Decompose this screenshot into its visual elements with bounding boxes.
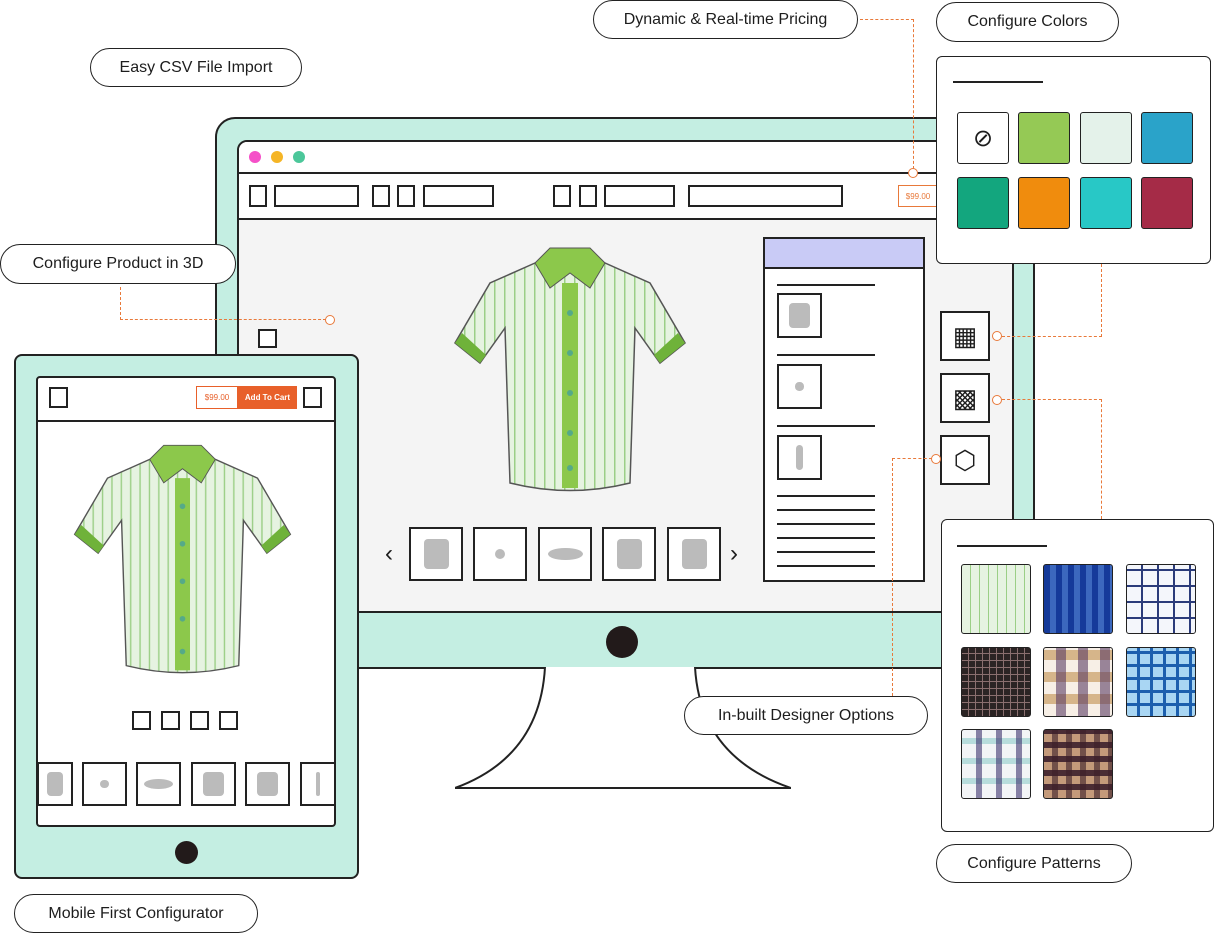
thumbnail[interactable] [409, 527, 463, 581]
label-colors: Configure Colors [936, 2, 1119, 42]
pattern-swatch[interactable] [1043, 564, 1113, 634]
thumbnail[interactable] [82, 762, 127, 806]
grid-icon[interactable]: ▦ [940, 311, 990, 361]
color-swatch[interactable] [1080, 112, 1132, 164]
pattern-icon[interactable]: ▩ [940, 373, 990, 423]
dot-indicator[interactable] [161, 711, 180, 730]
label-csv: Easy CSV File Import [90, 48, 302, 87]
toolbar-box[interactable] [372, 185, 390, 207]
mobile-price: $99.00 [196, 386, 238, 409]
color-swatch[interactable] [1018, 177, 1070, 229]
thumbnail[interactable] [245, 762, 290, 806]
thumbnail[interactable] [37, 762, 73, 806]
desktop-price: $99.00 [898, 185, 938, 207]
dot-indicator[interactable] [132, 711, 151, 730]
pattern-swatch[interactable] [961, 564, 1031, 634]
toolbar-box[interactable] [553, 185, 571, 207]
shirt-3d-model[interactable] [450, 243, 690, 503]
label-product3d: Configure Product in 3D [0, 244, 236, 284]
pattern-swatch[interactable] [961, 729, 1031, 799]
pattern-swatch[interactable] [1043, 729, 1113, 799]
menu-box[interactable] [49, 387, 68, 408]
label-mobile: Mobile First Configurator [14, 894, 258, 933]
shirt-mobile-model[interactable] [70, 435, 295, 690]
toolbar-box[interactable] [688, 185, 843, 207]
thumbnail[interactable] [191, 762, 236, 806]
toolbar-box[interactable] [249, 185, 267, 207]
option-panel [763, 237, 925, 582]
window-minimize-dot[interactable] [271, 151, 283, 163]
option-thumb[interactable] [777, 364, 822, 409]
color-swatch[interactable] [1018, 112, 1070, 164]
toolbar-box[interactable] [579, 185, 597, 207]
thumbnail[interactable] [473, 527, 527, 581]
color-swatch[interactable] [1141, 177, 1193, 229]
dot-indicator[interactable] [219, 711, 238, 730]
chevron-right-icon[interactable]: › [730, 540, 738, 567]
color-swatch[interactable] [957, 177, 1009, 229]
thumbnail[interactable] [667, 527, 721, 581]
label-pricing: Dynamic & Real-time Pricing [593, 0, 858, 39]
toolbar-box[interactable] [397, 185, 415, 207]
thumbnail[interactable] [602, 527, 656, 581]
thumbnail[interactable] [300, 762, 336, 806]
option-thumb[interactable] [777, 293, 822, 338]
label-designer: In-built Designer Options [684, 696, 928, 735]
pattern-swatch[interactable] [1126, 564, 1196, 634]
pattern-swatch[interactable] [961, 647, 1031, 717]
tablet-home-button[interactable] [175, 841, 198, 864]
checkbox[interactable] [258, 329, 277, 348]
window-maximize-dot[interactable] [293, 151, 305, 163]
menu-box[interactable] [303, 387, 322, 408]
thumbnail[interactable] [136, 762, 181, 806]
3d-cube-icon[interactable]: ⬡ [940, 435, 990, 485]
dot-indicator[interactable] [190, 711, 209, 730]
pattern-swatch[interactable] [1126, 647, 1196, 717]
monitor-camera [606, 626, 638, 658]
color-swatch[interactable] [1080, 177, 1132, 229]
chevron-left-icon[interactable]: ‹ [385, 540, 393, 567]
toolbar-box[interactable] [423, 185, 494, 207]
window-close-dot[interactable] [249, 151, 261, 163]
toolbar-box[interactable] [604, 185, 675, 207]
pattern-swatch[interactable] [1043, 647, 1113, 717]
label-patterns: Configure Patterns [936, 844, 1132, 883]
add-to-cart-button[interactable]: Add To Cart [238, 386, 297, 409]
toolbar-box[interactable] [274, 185, 359, 207]
thumbnail[interactable] [538, 527, 592, 581]
option-thumb[interactable] [777, 435, 822, 480]
color-swatch[interactable] [1141, 112, 1193, 164]
no-color-icon[interactable]: ⊘ [957, 112, 1009, 164]
